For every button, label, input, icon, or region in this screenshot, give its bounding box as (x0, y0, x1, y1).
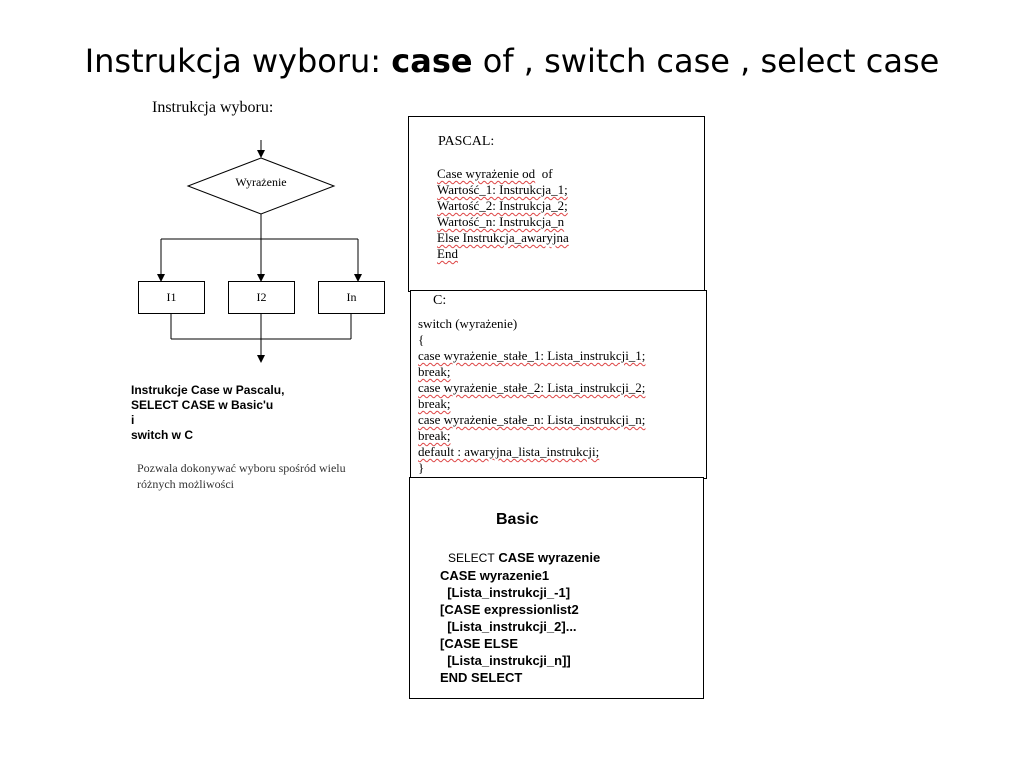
branch-label-n: In (346, 290, 357, 304)
desc-line: różnych możliwości (137, 477, 234, 491)
basic-line: [Lista_instrukcji_-1] (440, 585, 571, 600)
c-line: break; (418, 364, 451, 379)
basic-line: END SELECT (440, 670, 523, 685)
flowchart-heading: Instrukcja wyboru: (152, 99, 274, 116)
branch-label-2: I2 (256, 290, 267, 304)
notes-line: i (131, 413, 135, 427)
decision-label: Wyrażenie (235, 175, 287, 189)
desc-line: Pozwala dokonywać wyboru spośród wielu (137, 461, 346, 475)
pascal-line: Wartość_n: Instrukcja_n (437, 214, 565, 229)
basic-line: CASE wyrazenie1 (440, 568, 550, 583)
c-heading: C: (433, 293, 447, 308)
c-line: case wyrażenie_stałe_2: Lista_instrukcji… (418, 380, 646, 395)
pascal-line: Else Instrukcja_awaryjna (437, 230, 569, 245)
pascal-heading: PASCAL: (438, 134, 495, 149)
notes-line: Instrukcje Case w Pascalu, (131, 383, 285, 397)
basic-line: SELECT CASE wyrazenie (448, 550, 601, 565)
pascal-line: Wartość_1: Instrukcja_1; (437, 182, 568, 197)
c-line: case wyrażenie_stałe_n: Lista_instrukcji… (418, 412, 646, 427)
notes-line: SELECT CASE w Basic'u (131, 398, 274, 412)
basic-heading: Basic (496, 511, 539, 528)
branch-box-1: I1 (138, 281, 205, 314)
c-line: case wyrażenie_stałe_1: Lista_instrukcji… (418, 348, 646, 363)
title-rest: of , switch case , select case (472, 42, 940, 80)
pascal-line: End (437, 246, 458, 261)
notes-description: Pozwala dokonywać wyboru spośród wielu r… (137, 460, 346, 492)
c-line: { (418, 332, 425, 347)
branch-box-n: In (318, 281, 385, 314)
basic-line: [Lista_instrukcji_n]] (440, 653, 571, 668)
notes-line: switch w C (131, 428, 194, 442)
c-line: break; (418, 428, 451, 443)
c-code: switch (wyrażenie) { case wyrażenie_stał… (418, 316, 645, 476)
pascal-line: Case wyrażenie od of (437, 166, 553, 181)
c-line: } (418, 460, 425, 475)
branch-label-1: I1 (166, 290, 177, 304)
branch-box-2: I2 (228, 281, 295, 314)
basic-code: SELECT CASE wyrazenie CASE wyrazenie1 [L… (440, 549, 600, 686)
page-title: Instrukcja wyboru: case of , switch case… (0, 42, 1024, 80)
basic-line: [Lista_instrukcji_2]... (440, 619, 577, 634)
title-keyword: case (391, 42, 473, 80)
c-line: break; (418, 396, 451, 411)
pascal-line: Wartość_2: Instrukcja_2; (437, 198, 568, 213)
basic-line: [CASE ELSE (440, 636, 519, 651)
flowchart-lines (157, 140, 362, 363)
basic-line: [CASE expressionlist2 (440, 602, 579, 617)
c-line: switch (wyrażenie) (418, 316, 518, 331)
notes-bold: Instrukcje Case w Pascalu, SELECT CASE w… (131, 383, 284, 443)
pascal-panel (408, 116, 705, 292)
c-line: default : awaryjna_lista_instrukcji; (418, 444, 600, 459)
pascal-code: Case wyrażenie od of Wartość_1: Instrukc… (437, 166, 569, 262)
basic-panel (409, 477, 704, 699)
title-text: Instrukcja wyboru: (84, 42, 392, 80)
